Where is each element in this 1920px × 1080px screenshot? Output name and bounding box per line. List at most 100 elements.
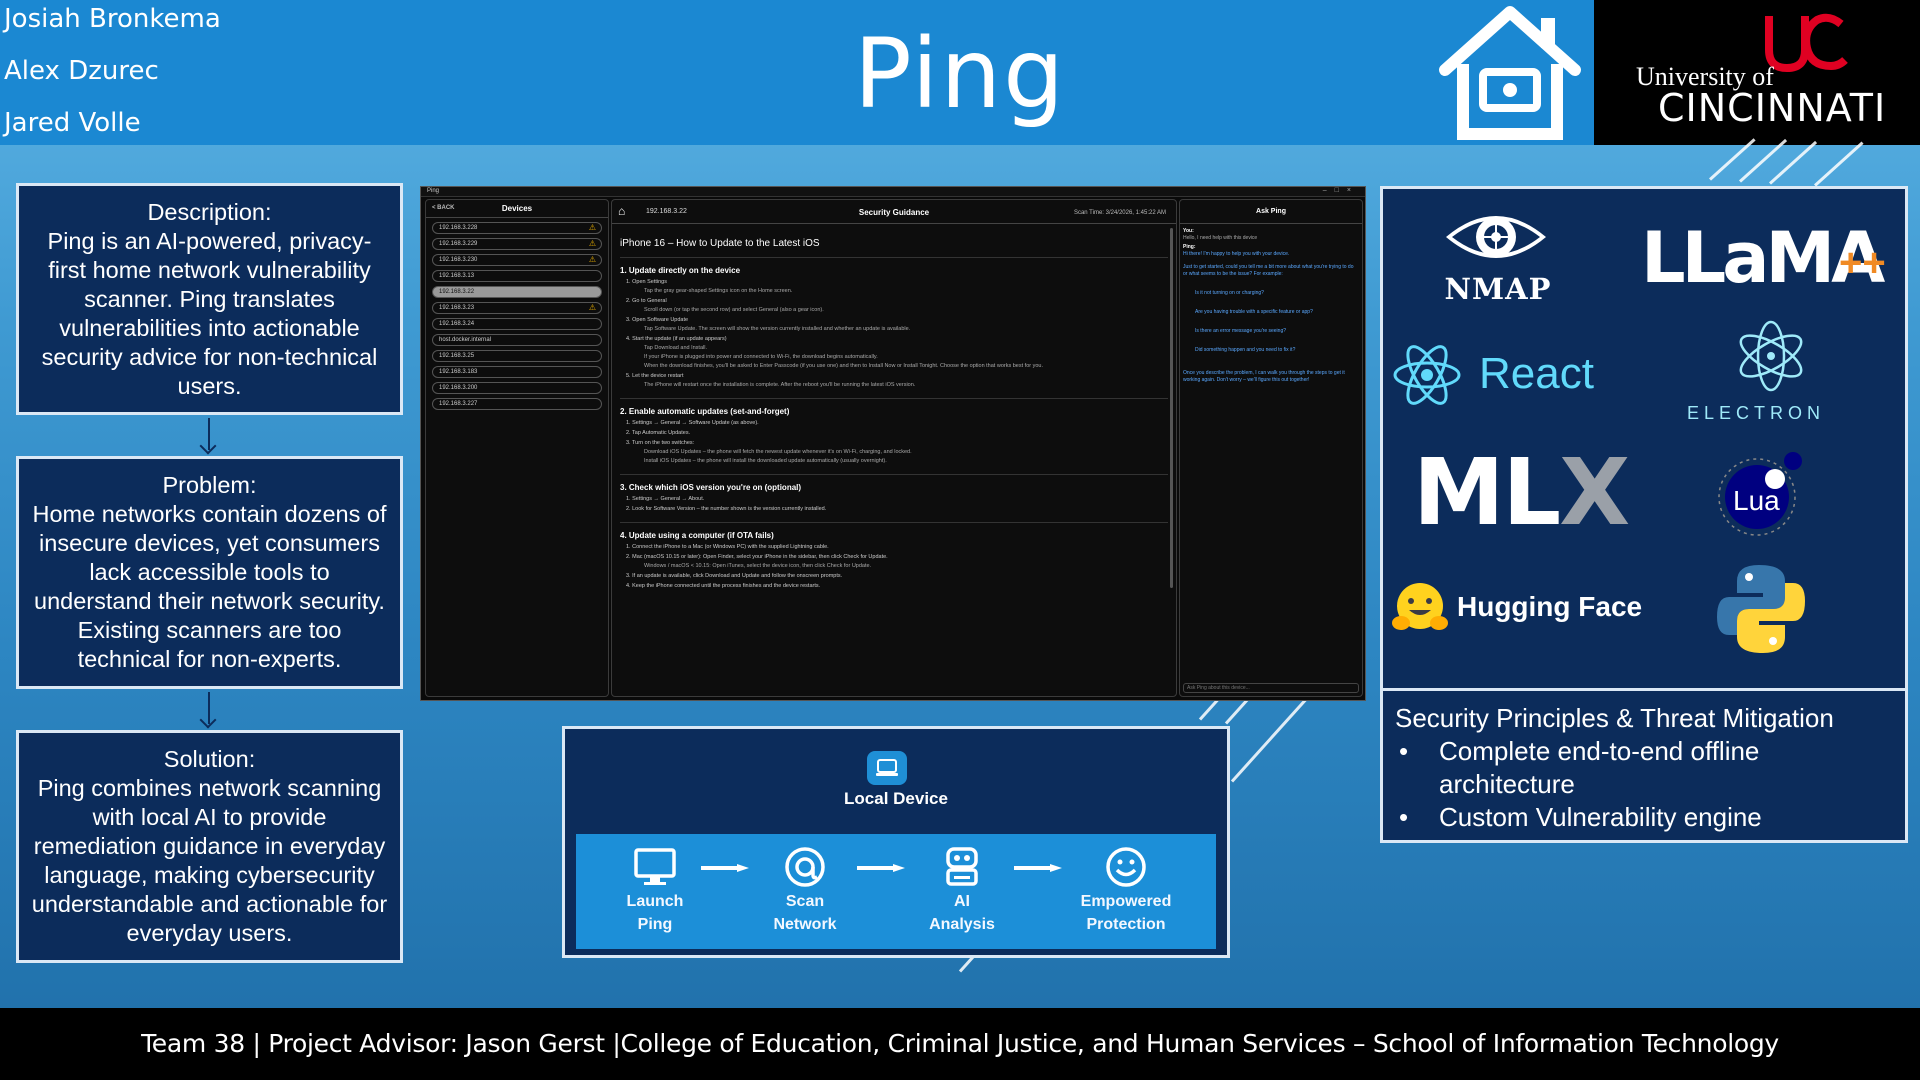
step-launch-ping: Launch Ping xyxy=(600,844,710,936)
security-heading: Security Principles & Threat Mitigation xyxy=(1395,703,1834,733)
security-item: Complete end-to-end offline architecture xyxy=(1395,735,1893,801)
problem-box: Problem: Home networks contain dozens of… xyxy=(16,456,403,689)
guidance-line: Scroll down (or tap the second row) and … xyxy=(644,307,824,313)
workflow-diagram: Local Device Launch Ping Scan Network AI… xyxy=(562,726,1230,958)
device-row[interactable]: 192.168.3.227 xyxy=(432,398,602,410)
university-logo: University of CINCINNATI xyxy=(1594,0,1920,145)
chat-log: You: Hello, I need help with this device… xyxy=(1180,224,1362,388)
guidance-scrollbar[interactable] xyxy=(1170,228,1173,588)
device-row[interactable]: 192.168.3.229 ⚠ xyxy=(432,238,602,250)
lua-logo: Lua xyxy=(1711,443,1811,543)
eye-icon xyxy=(1446,216,1546,258)
app-screenshot: Ping –□× < BACK Devices 192.168.3.228⚠19… xyxy=(420,186,1366,701)
section-divider xyxy=(620,522,1168,523)
device-ip-label: 192.168.3.200 xyxy=(439,385,478,391)
electron-atom-icon xyxy=(1739,320,1803,392)
at-sign-icon xyxy=(750,844,860,890)
device-row[interactable]: 192.168.3.22 xyxy=(432,286,602,298)
uc-monogram-icon xyxy=(1765,13,1848,73)
device-row[interactable]: 192.168.3.24 xyxy=(432,318,602,330)
guidance-body: iPhone 16 – How to Update to the Latest … xyxy=(612,224,1176,593)
guidance-line: 3. If an update is available, click Down… xyxy=(626,573,843,579)
cincinnati-text: CINCINNATI xyxy=(1658,86,1887,130)
chat-ping-label: Ping: xyxy=(1183,244,1196,250)
device-row[interactable]: 192.168.3.25 xyxy=(432,350,602,362)
device-row[interactable]: 192.168.3.230⚠ xyxy=(432,254,602,266)
chat-you-label: You: xyxy=(1183,228,1194,234)
device-ip-label: 192.168.3.183 xyxy=(439,369,478,375)
laptop-icon xyxy=(867,751,907,785)
warning-icon: ⚠ xyxy=(588,239,596,248)
decor-stripe xyxy=(1813,141,1864,187)
device-ip-label: 192.168.3.228 xyxy=(439,225,478,231)
guidance-panel: ⌂ 192.168.3.22 Security Guidance Scan Ti… xyxy=(611,199,1177,697)
device-row[interactable]: 192.168.3.13 xyxy=(432,270,602,282)
guidance-line: 1. Connect the iPhone to a Mac (or Windo… xyxy=(626,544,829,550)
device-row[interactable]: 192.168.3.228⚠ xyxy=(432,222,602,234)
ask-ping-title: Ask Ping xyxy=(1180,200,1362,224)
lua-text: Lua xyxy=(1733,485,1780,516)
cpp-icon: ++ xyxy=(1839,241,1886,285)
device-ip: 192.168.3.22 xyxy=(646,208,687,215)
step-empowered-protection: Empowered Protection xyxy=(1061,844,1191,936)
solution-heading: Solution: xyxy=(163,746,256,772)
device-ip-label: 192.168.3.22 xyxy=(439,289,475,295)
back-button[interactable]: < BACK xyxy=(432,205,455,211)
chat-example-2: Are you having trouble with a specific f… xyxy=(1195,309,1313,315)
guidance-line: 1. Open Settings xyxy=(626,279,667,285)
python-icon xyxy=(1717,565,1805,653)
description-heading: Description: xyxy=(147,199,272,225)
guidance-line: 4. Keep the iPhone connected until the p… xyxy=(626,583,821,589)
nmap-text: NMAP xyxy=(1444,272,1552,306)
device-ip-label: 192.168.3.229 xyxy=(439,241,478,247)
device-row[interactable]: host.docker.internal xyxy=(432,334,602,346)
window-title: Ping xyxy=(427,188,440,194)
electron-text: ELECTRON xyxy=(1687,403,1826,423)
step-label-line2: Protection xyxy=(1086,916,1166,933)
guidance-line: Install iOS Updates – the phone will ins… xyxy=(644,458,887,464)
device-row[interactable]: 192.168.3.200 xyxy=(432,382,602,394)
guidance-title: Security Guidance xyxy=(858,208,930,217)
electron-logo: ELECTRON xyxy=(1683,314,1863,424)
lua-moon-icon xyxy=(1718,452,1802,536)
hugging-face-logo: Hugging Face xyxy=(1391,579,1671,649)
arrow-right-icon xyxy=(1014,864,1062,872)
ping-home-logo-icon xyxy=(1439,6,1581,140)
chat-ping-message-2: Just to get started, could you tell me a… xyxy=(1183,264,1354,277)
guidance-sections: 1. Update directly on the device 1. Open … xyxy=(620,266,1168,589)
guidance-line: 5. Let the device restart xyxy=(626,373,684,379)
home-icon[interactable]: ⌂ xyxy=(618,204,626,218)
description-box: Description: Ping is an AI-powered, priv… xyxy=(16,183,403,415)
guidance-section-heading: 4. Update using a computer (if OTA fails… xyxy=(620,531,774,540)
footer-text: Team 38 | Project Advisor: Jason Gerst |… xyxy=(141,1029,1779,1058)
section-divider xyxy=(620,398,1168,399)
ask-ping-input[interactable]: Ask Ping about this device... xyxy=(1183,683,1359,693)
window-controls[interactable]: –□× xyxy=(1322,187,1359,194)
local-device-label: Local Device xyxy=(844,789,948,808)
device-row[interactable]: 192.168.3.183 xyxy=(432,366,602,378)
window-titlebar: Ping –□× xyxy=(421,187,1365,197)
step-label-line1: Empowered xyxy=(1080,893,1172,910)
device-ip-label: 192.168.3.25 xyxy=(439,353,475,359)
device-ip-label: 192.168.3.227 xyxy=(439,401,478,407)
llama-logo: LLaMA ++ xyxy=(1641,217,1901,299)
chat-example-4: Did something happen and you need to fix… xyxy=(1195,347,1296,353)
ask-ping-panel: Ask Ping You: Hello, I need help with th… xyxy=(1179,199,1363,697)
guidance-line: Download iOS Updates – the phone will fe… xyxy=(644,449,912,455)
guidance-line: 1. Settings → General → Software Update … xyxy=(626,420,759,426)
llama-text: LLaMA xyxy=(1641,217,1885,299)
device-ip-label: 192.168.3.23 xyxy=(439,305,475,311)
guidance-line: 3. Turn on the two switches: xyxy=(626,440,695,446)
warning-icon: ⚠ xyxy=(588,255,596,264)
device-list: 192.168.3.228⚠192.168.3.229⚠192.168.3.23… xyxy=(426,222,608,410)
device-row[interactable]: 192.168.3.23⚠ xyxy=(432,302,602,314)
guidance-section-heading: 1. Update directly on the device xyxy=(620,266,741,275)
step-label-line1: Scan xyxy=(785,893,825,910)
problem-text: Home networks contain dozens of insecure… xyxy=(32,501,387,672)
hugging-face-text: Hugging Face xyxy=(1457,591,1643,622)
security-principles-box: Security Principles & Threat Mitigation … xyxy=(1380,688,1908,843)
chat-example-1: Is it not turning on or charging? xyxy=(1195,290,1264,296)
guidance-line: 2. Go to General xyxy=(626,298,667,304)
step-label-line1: AI xyxy=(954,893,970,910)
description-text: Ping is an AI-powered, privacy-first hom… xyxy=(41,228,378,399)
